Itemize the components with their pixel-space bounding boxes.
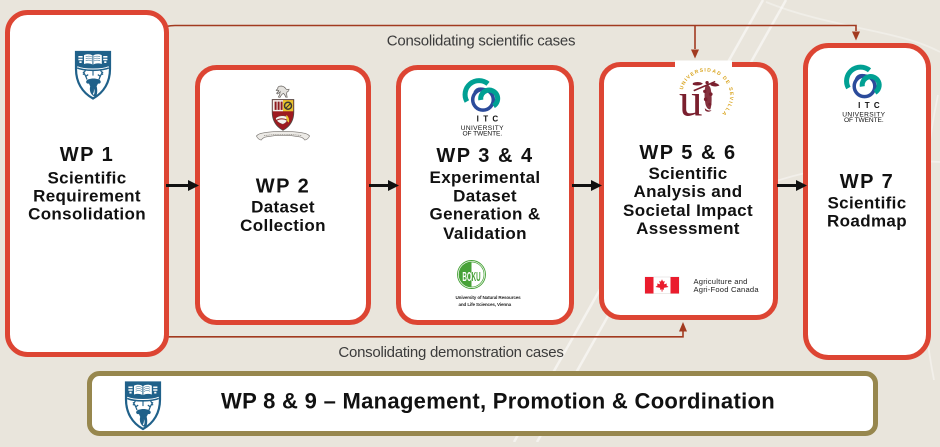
- svg-text:u: u: [679, 75, 703, 127]
- svg-text:T: T: [483, 115, 488, 124]
- svg-text:Collection: Collection: [240, 216, 326, 235]
- svg-text:Scientific: Scientific: [47, 169, 126, 188]
- svg-text:Agriculture and: Agriculture and: [694, 277, 748, 286]
- svg-text:WP 8 & 9 – Management, Promoti: WP 8 & 9 – Management, Promotion & Coord…: [221, 389, 775, 414]
- svg-text:Consolidating scientific cases: Consolidating scientific cases: [387, 33, 575, 50]
- svg-text:Scientific: Scientific: [827, 193, 906, 212]
- svg-text:Generation &: Generation &: [430, 205, 541, 224]
- svg-text:WP 5 & 6: WP 5 & 6: [639, 142, 736, 164]
- svg-text:Analysis and: Analysis and: [633, 182, 742, 201]
- svg-text:and Life Sciences, Vienna: and Life Sciences, Vienna: [459, 302, 512, 307]
- svg-text:Roadmap: Roadmap: [827, 212, 907, 231]
- svg-text:Consolidation: Consolidation: [28, 205, 146, 224]
- svg-text:OF TWENTE.: OF TWENTE.: [463, 131, 503, 138]
- svg-text:WP 2: WP 2: [256, 176, 311, 198]
- svg-text:C: C: [492, 115, 498, 124]
- svg-text:UNIVERSITY: UNIVERSITY: [461, 125, 504, 132]
- svg-text:WP 7: WP 7: [840, 171, 895, 193]
- svg-text:Assessment: Assessment: [636, 219, 740, 238]
- svg-text:Experimental: Experimental: [430, 168, 541, 187]
- svg-text:Scientific: Scientific: [648, 164, 727, 183]
- svg-text:Societal Impact: Societal Impact: [623, 201, 753, 220]
- svg-text:Dataset: Dataset: [251, 198, 315, 217]
- svg-text:Dataset: Dataset: [453, 186, 517, 205]
- svg-text:University of Natural Resource: University of Natural Resources: [456, 295, 522, 300]
- svg-text:Agri-Food Canada: Agri-Food Canada: [694, 285, 760, 294]
- svg-text:I: I: [477, 115, 479, 124]
- svg-text:Requirement: Requirement: [33, 187, 141, 206]
- svg-text:Consolidating demonstration ca: Consolidating demonstration cases: [338, 344, 563, 361]
- svg-text:BOKU: BOKU: [462, 270, 480, 284]
- svg-text:WP 1: WP 1: [60, 144, 115, 166]
- svg-text:Validation: Validation: [443, 224, 527, 243]
- svg-text:WP 3 & 4: WP 3 & 4: [436, 145, 533, 167]
